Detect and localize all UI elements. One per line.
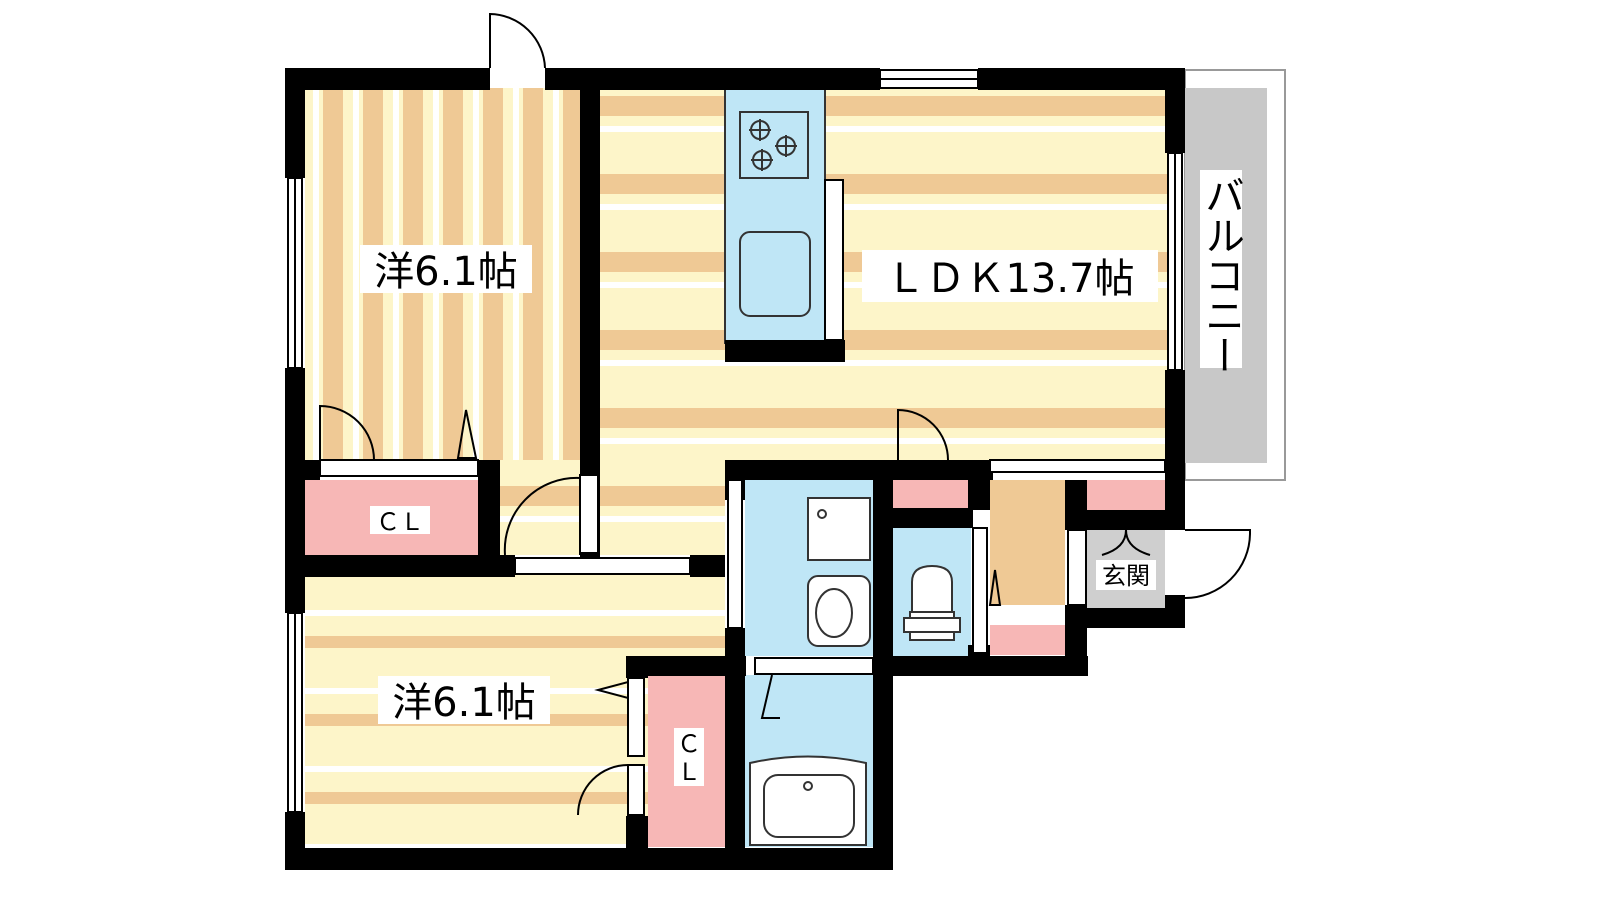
- balcony: [1184, 69, 1286, 481]
- western-room-upper-label: 洋6.1帖: [374, 249, 518, 295]
- kitchen-sink-icon: [739, 231, 811, 317]
- balcony-label: バルコニー: [1198, 175, 1244, 375]
- washbasin-icon: [807, 575, 871, 647]
- walls: [285, 68, 1185, 870]
- storage-shelf: [990, 625, 1065, 655]
- kitchen-counter: [724, 87, 845, 362]
- toilet-icon: [903, 564, 961, 641]
- entrance-shelf: [1087, 480, 1165, 510]
- entrance-label: 玄関: [1102, 562, 1150, 590]
- western-room-lower-label: 洋6.1帖: [392, 680, 536, 726]
- closet-lower-label-line1: Ｃ: [677, 730, 701, 758]
- storage-room: [990, 480, 1065, 605]
- entrance-label-bg: [1096, 560, 1156, 590]
- closet-upper-label-bg: [370, 506, 430, 534]
- closet-lower-label-bg: [674, 728, 704, 786]
- windows: [287, 69, 1183, 813]
- ldk-label: ＬＤＫ13.7帖: [885, 256, 1134, 302]
- ldk-label-bg: [862, 250, 1158, 302]
- bathtub-icon: [749, 755, 867, 846]
- doors: [319, 12, 1251, 816]
- ldk-floor-lower: [500, 460, 725, 555]
- western-room-lower-label-bg: [378, 676, 550, 724]
- balcony-label-bg: [1200, 170, 1242, 368]
- shoe-storage: [893, 480, 971, 508]
- stove-burners-icon: [749, 119, 797, 171]
- closet-lower-label-line2: Ｌ: [677, 758, 701, 786]
- western-room-upper-label-bg: [360, 245, 532, 293]
- washing-machine-icon: [807, 497, 871, 561]
- closet-upper-label: ＣＬ: [376, 508, 424, 536]
